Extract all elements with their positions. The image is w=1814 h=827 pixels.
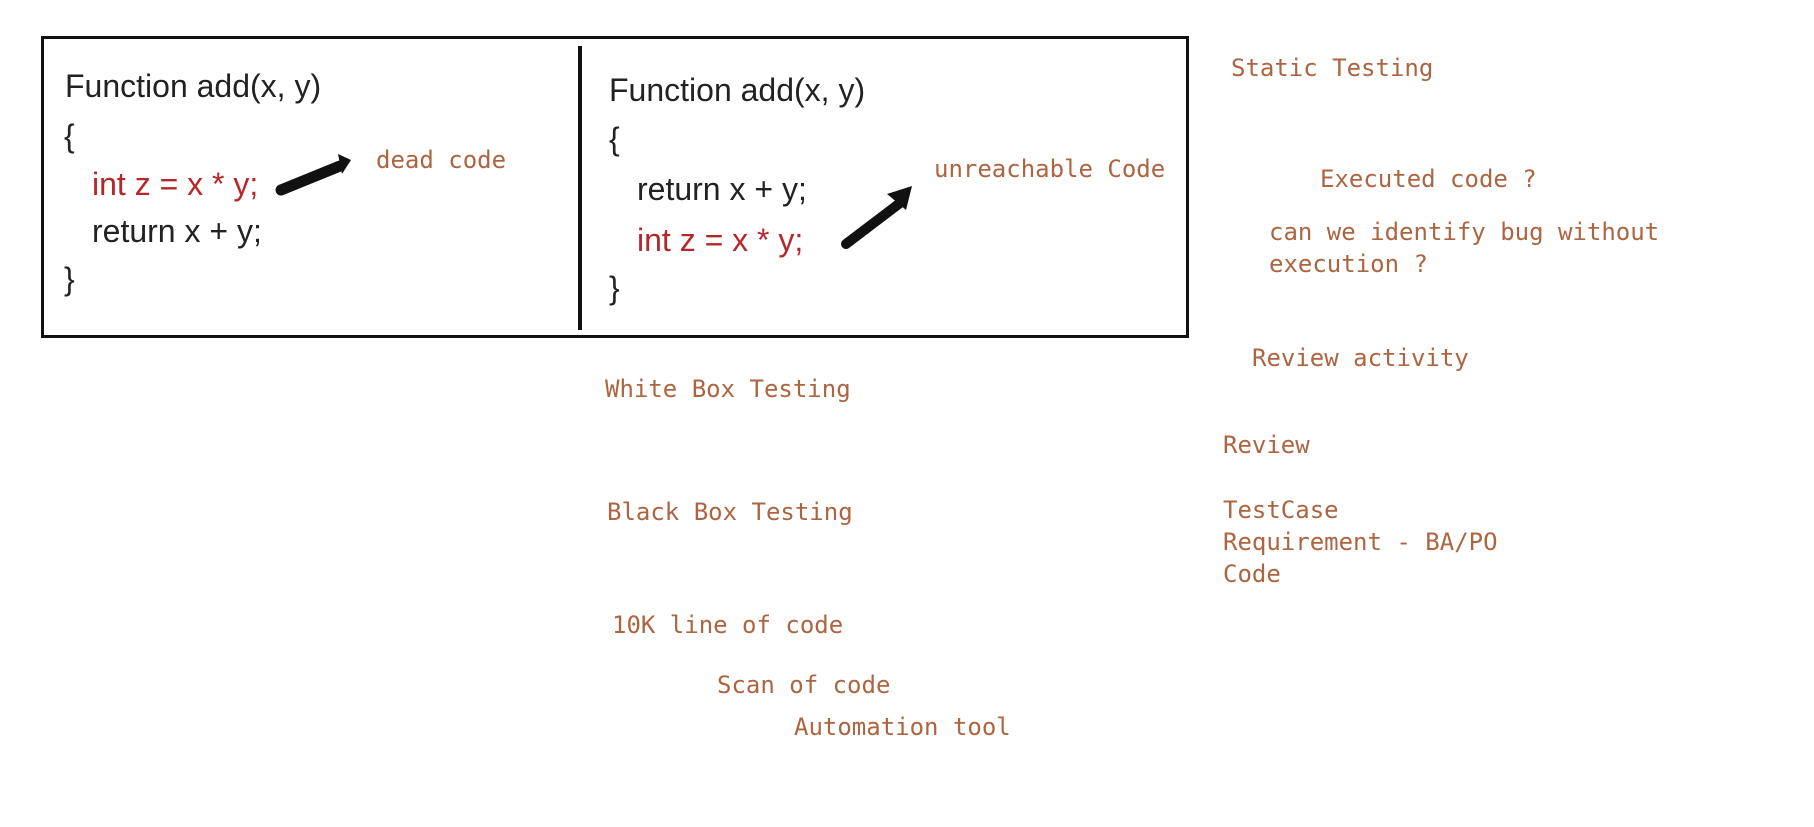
left-open-brace: { [64,118,75,154]
review-note: Review [1223,431,1310,459]
dead-code-pointer [275,154,351,196]
lines-of-code-note: 10K line of code [612,611,844,639]
right-return-line: return x + y; [637,171,807,207]
requirement-note: Requirement - BA/PO [1223,528,1498,556]
unreachable-code-label: unreachable Code [934,155,1166,183]
right-close-brace: } [609,270,620,306]
left-close-brace: } [64,261,75,297]
static-testing-note: Static Testing [1231,54,1434,82]
right-unreachable-line: int z = x * y; [637,222,804,258]
automation-tool-note: Automation tool [794,713,1011,741]
identify-bug-note-line1: can we identify bug without [1269,218,1660,246]
identify-bug-note-line2: execution ? [1269,250,1428,278]
left-dead-line: int z = x * y; [92,166,259,202]
review-activity-note: Review activity [1252,344,1469,372]
snippet-divider [578,46,582,330]
unreachable-code-pointer [841,186,912,249]
testcase-note: TestCase [1223,496,1339,524]
dead-code-label: dead code [376,146,507,174]
white-box-testing-note: White Box Testing [605,375,851,403]
right-open-brace: { [609,121,620,157]
right-signature: Function add(x, y) [609,72,866,108]
code-note: Code [1223,560,1281,588]
left-signature: Function add(x, y) [65,68,322,104]
code-comparison-box [41,36,1189,338]
executed-code-note: Executed code ? [1320,165,1537,193]
scan-of-code-note: Scan of code [717,671,891,699]
black-box-testing-note: Black Box Testing [607,498,853,526]
left-return-line: return x + y; [92,213,262,249]
